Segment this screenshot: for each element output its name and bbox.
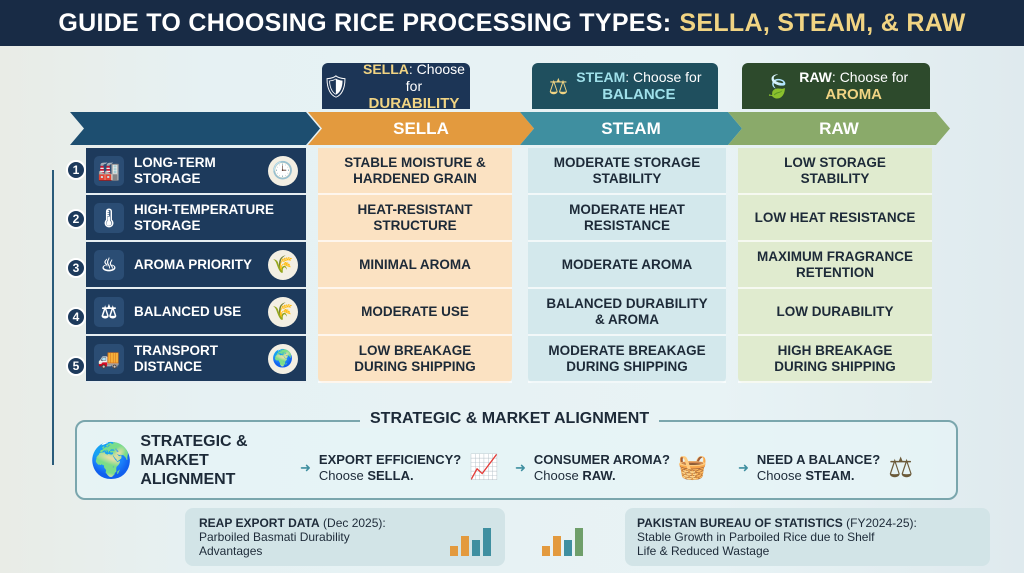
row-number: 4	[66, 307, 86, 327]
strategic-label-text: STRATEGIC & MARKET ALIGNMENT	[140, 433, 248, 488]
criteria-row: 🏭 LONG-TERM STORAGE 🕒	[86, 148, 306, 195]
criteria-label: AROMA PRIORITY	[134, 256, 252, 272]
row-number: 3	[66, 258, 86, 278]
title-highlight: SELLA, STEAM, & RAW	[679, 8, 966, 37]
consumers-basket-icon: 🧺	[677, 454, 708, 481]
question: NEED A BALANCE?	[756, 452, 881, 467]
growth-chart-icon: 📈	[469, 454, 500, 481]
steam-cell: MODERATE HEAT RESISTANCE	[528, 195, 726, 242]
strategic-label: 🌍STRATEGIC & MARKET ALIGNMENT	[90, 432, 270, 489]
criteria-row: ♨ AROMA PRIORITY 🌾	[86, 242, 306, 289]
criteria-row: ⚖ BALANCED USE 🌾	[86, 289, 306, 336]
badge-text: Choose for	[405, 60, 465, 94]
source-title: REAP EXPORT DATA	[199, 516, 320, 530]
source-body: Parboiled Basmati Durability Advantages	[199, 530, 350, 558]
page-title: GUIDE TO CHOOSING RICE PROCESSING TYPES:…	[0, 0, 1024, 46]
thermometer-icon: 🌡	[94, 202, 124, 233]
badge-text: Choose for	[839, 69, 909, 85]
raw-cell: LOW STORAGE STABILITY	[738, 148, 932, 195]
band-blank	[70, 112, 320, 145]
criteria-label: BALANCED USE	[134, 303, 242, 319]
badge-emph: DURABILITY	[368, 94, 460, 112]
steam-cell: MODERATE AROMA	[528, 242, 726, 289]
badge-name: RAW	[799, 69, 832, 85]
criteria-column: 🏭 LONG-TERM STORAGE 🕒 🌡 HIGH-TEMPERATURE STO…	[86, 148, 306, 383]
choose: Choose	[756, 468, 802, 483]
wheat-icon: 🌾	[268, 296, 298, 327]
scale-icon: ⚖	[94, 296, 124, 327]
steam-cell: MODERATE STORAGE STABILITY	[528, 148, 726, 195]
globe-icon: 🌍	[268, 343, 298, 374]
question: CONSUMER AROMA?	[533, 452, 670, 467]
sella-cell: LOW BREAKAGE DURING SHIPPING	[318, 336, 512, 383]
raw-cell: HIGH BREAKAGE DURING SHIPPING	[738, 336, 932, 383]
raw-cell: LOW DURABILITY	[738, 289, 932, 336]
sella-cell: HEAT-RESISTANT STRUCTURE	[318, 195, 512, 242]
title-main: GUIDE TO CHOOSING RICE PROCESSING TYPES:	[58, 8, 672, 37]
band-steam: STEAM	[520, 112, 742, 145]
badge-emph: BALANCE	[602, 86, 676, 103]
shield-icon: 🛡	[322, 73, 350, 99]
row-number: 1	[66, 160, 86, 180]
aroma-icon: ♨	[94, 249, 124, 280]
choose: Choose	[533, 468, 579, 483]
badge-emph: AROMA	[825, 86, 883, 103]
strategic-item-raw: ➜ CONSUMER AROMA?Choose RAW. 🧺	[515, 452, 708, 484]
arrow-icon: ➜	[738, 460, 749, 475]
choice: SELLA.	[367, 468, 414, 483]
bar-chart-icon	[450, 520, 491, 556]
arrow-icon: ➜	[300, 460, 311, 475]
badge-name: STEAM	[576, 69, 626, 85]
strategic-item-sella: ➜ EXPORT EFFICIENCY?Choose SELLA. 📈	[300, 452, 499, 484]
choice: RAW.	[582, 468, 616, 483]
leaf-icon: 🍃	[763, 73, 792, 99]
rice-grain-icon: 🌾	[268, 249, 298, 280]
criteria-row: 🚚 TRANSPORT DISTANCE 🌍	[86, 336, 306, 383]
steam-cell: BALANCED DURABILITY & AROMA	[528, 289, 726, 336]
connector-line	[52, 170, 54, 465]
strategic-item-steam: ➜ NEED A BALANCE?Choose STEAM. ⚖	[738, 452, 913, 484]
scale-icon: ⚖	[888, 452, 914, 483]
row-number: 2	[66, 209, 86, 229]
raw-cell: LOW HEAT RESISTANCE	[738, 195, 932, 242]
bar-chart-icon	[542, 520, 583, 556]
source-sub: (Dec 2025):	[323, 516, 386, 530]
badge-text: Choose for	[633, 69, 702, 85]
band-sella: SELLA	[308, 112, 534, 145]
globe-ship-icon: 🌍	[90, 441, 133, 480]
badge-name: SELLA	[363, 60, 409, 77]
band-raw: RAW	[728, 112, 950, 145]
arrow-icon: ➜	[515, 460, 526, 475]
truck-icon: 🚚	[94, 343, 124, 374]
choice: STEAM.	[805, 468, 855, 483]
strategic-title: STRATEGIC & MARKET ALIGNMENT	[360, 410, 660, 428]
sella-cell: MODERATE USE	[318, 289, 512, 336]
sella-cell: MINIMAL AROMA	[318, 242, 512, 289]
sella-cell: STABLE MOISTURE & HARDENED GRAIN	[318, 148, 512, 195]
row-number: 5	[66, 356, 86, 376]
question: EXPORT EFFICIENCY?	[318, 452, 462, 467]
clock-icon: 🕒	[268, 155, 298, 186]
choose: Choose	[318, 468, 364, 483]
warehouse-icon: 🏭	[94, 155, 124, 186]
source-reap: REAP EXPORT DATA (Dec 2025):Parboiled Ba…	[185, 508, 505, 566]
source-title: PAKISTAN BUREAU OF STATISTICS	[637, 516, 843, 530]
scale-icon: ⚖	[548, 73, 569, 99]
source-pbs: PAKISTAN BUREAU OF STATISTICS (FY2024-25…	[530, 508, 990, 566]
source-body: Stable Growth in Parboiled Rice due to S…	[637, 530, 875, 558]
criteria-label: LONG-TERM STORAGE	[134, 154, 216, 186]
criteria-label: HIGH-TEMPERATURE STORAGE	[134, 201, 274, 233]
steam-cell: MODERATE BREAKAGE DURING SHIPPING	[528, 336, 726, 383]
criteria-label: TRANSPORT DISTANCE	[134, 342, 218, 374]
raw-cell: MAXIMUM FRAGRANCE RETENTION	[738, 242, 932, 289]
criteria-row: 🌡 HIGH-TEMPERATURE STORAGE	[86, 195, 306, 242]
source-sub: (FY2024-25):	[846, 516, 917, 530]
